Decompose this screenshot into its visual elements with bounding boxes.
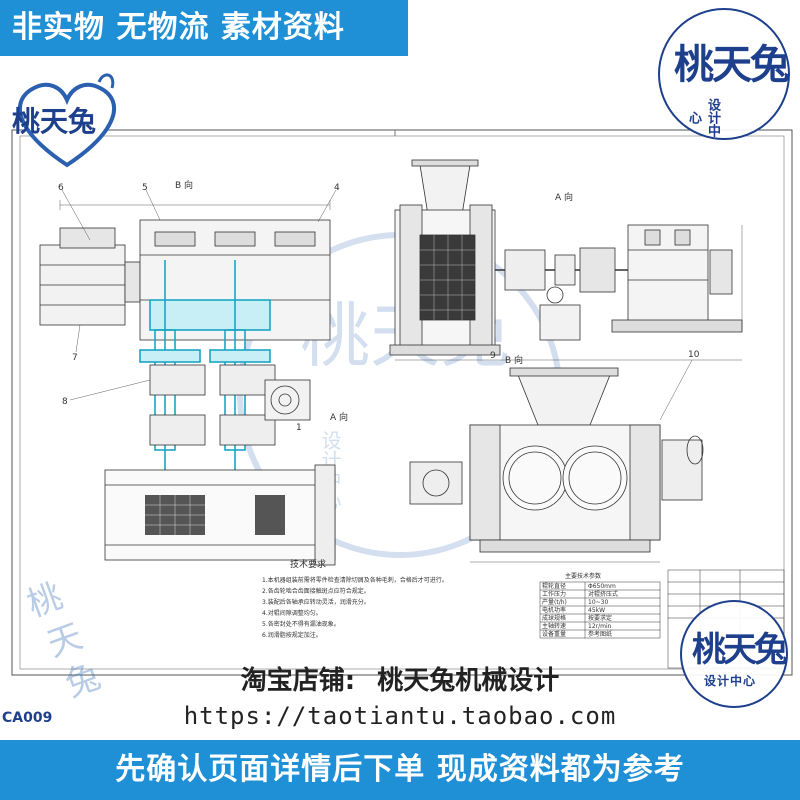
shop-line: 淘宝店铺: 桃天兔机械设计 (0, 660, 800, 697)
callout-9: 9 (490, 351, 496, 361)
parameter-table: 主要技术参数 辊轮直径 Φ650mm 工作压力 对辊挤压式 产量(t/h) 10~30… (539, 572, 661, 639)
product-code: CA009 (2, 710, 53, 726)
param-val: 对辊挤压式 (588, 590, 618, 598)
seal-bottom-small: 设计中心 (704, 674, 757, 688)
svg-text:天: 天 (42, 616, 88, 665)
callout-1: 1 (296, 423, 302, 433)
b-view-label: B 向 (175, 179, 193, 191)
callout-5: 5 (142, 183, 148, 193)
tech-line: 5.各密封处不得有漏油现象。 (262, 620, 340, 628)
shop-name: 桃天兔机械设计 (377, 666, 560, 696)
top-banner: 非实物 无物流 素材资料 (0, 0, 408, 56)
param-val: 按要求定 (588, 614, 612, 622)
tech-line: 2.各齿轮啮合齿面接触斑点应符合规定。 (262, 587, 370, 595)
tech-line: 1.本机器组装前需将零件检查清除切屑及各种毛刺，合格后才可进行。 (262, 576, 448, 584)
callout-4: 4 (334, 183, 340, 193)
param-val: 10~30 (588, 599, 608, 606)
seal-bottom-big: 桃天兔 (692, 630, 788, 670)
right-front-view: A 向 (389, 159, 743, 361)
designer-seal-bottom: 桃天兔 设计中心 (680, 600, 788, 708)
lower-frame (104, 469, 336, 561)
drawing-inner-frame (19, 135, 785, 670)
param-key: 产量(t/h) (542, 598, 567, 606)
gear-reducer (627, 224, 709, 326)
param-key: 设备重量 (542, 630, 566, 638)
tech-line: 6.润滑脂按规定加注。 (262, 631, 322, 639)
param-val: 12r/min (588, 623, 612, 630)
param-val: Φ650mm (588, 583, 616, 590)
right-side-view: B 向 9 10 (409, 350, 704, 563)
tech-line: 4.对辊间隙调整均匀。 (262, 609, 322, 617)
callout-7: 7 (72, 353, 78, 363)
shop-url[interactable]: https://taotiantu.taobao.com (183, 702, 617, 730)
param-key: 主轴转速 (542, 622, 566, 630)
a-view-label-2: A 向 (330, 411, 348, 423)
param-val: 参考图纸 (588, 630, 612, 638)
b-view-label-2: B 向 (505, 354, 523, 366)
svg-text:桃: 桃 (22, 576, 68, 625)
seal-top-small: 设计中心 (686, 97, 720, 137)
bottom-banner: 先确认页面详情后下单 现成资料都为参考 (0, 740, 800, 800)
tech-line: 3.装配后各轴承应转动灵活，润滑充分。 (262, 598, 370, 606)
param-key: 电机功率 (542, 606, 566, 614)
seal-top-big: 桃天兔 (674, 41, 790, 88)
a-view-label: A 向 (555, 191, 573, 203)
param-val: 45kW (588, 607, 605, 614)
shop-label: 淘宝店铺: (240, 666, 356, 696)
brand-logo: 桃天兔 (4, 70, 130, 170)
param-key: 辊轮直径 (542, 582, 566, 590)
param-key: 成球规格 (542, 614, 566, 622)
param-key: 工作压力 (542, 590, 566, 598)
logo-text: 桃天兔 (12, 105, 97, 138)
rabbit-heart-logo-icon (17, 73, 117, 168)
left-plan-view: B 向 (39, 179, 348, 566)
callout-6: 6 (58, 183, 64, 193)
callout-10: 10 (688, 350, 700, 360)
designer-seal-top: 桃天兔 设计中心 (658, 8, 790, 140)
callout-8: 8 (62, 397, 68, 407)
drawing-frame (11, 129, 793, 676)
param-title: 主要技术参数 (565, 572, 601, 580)
tech-requirements: 技术要求 1.本机器组装前需将零件检查清除切屑及各种毛刺，合格后才可进行。 2.… (262, 558, 448, 639)
tech-title: 技术要求 (290, 558, 326, 570)
